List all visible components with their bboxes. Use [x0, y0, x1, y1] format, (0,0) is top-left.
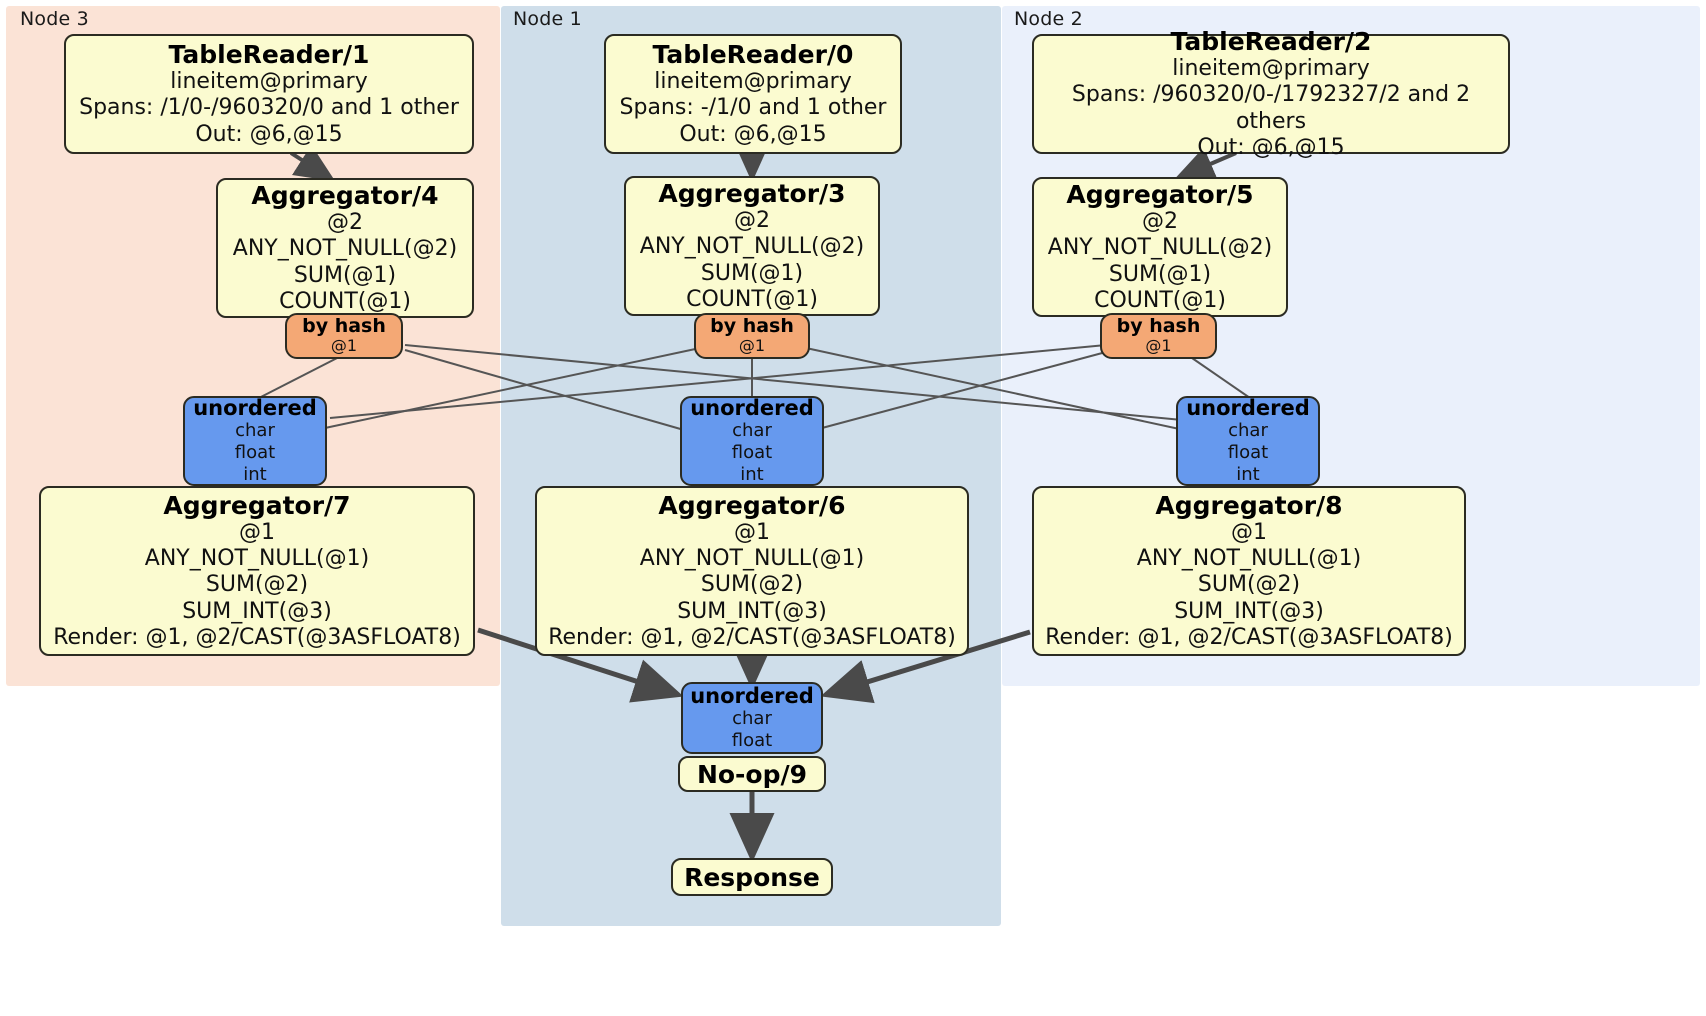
processor-agg-2: SUM(@1)	[293, 262, 397, 288]
hash-router-column: @1	[330, 336, 358, 356]
sync-type-float: float	[1227, 442, 1269, 464]
processor-table-reader-1[interactable]: TableReader/1 lineitem@primary Spans: /1…	[64, 34, 474, 154]
processor-agg-3: SUM_INT(@3)	[182, 598, 332, 624]
hash-router-column: @1	[738, 336, 766, 356]
processor-title: Aggregator/8	[1155, 490, 1343, 520]
sync-unordered-final[interactable]: unordered char float	[681, 682, 823, 754]
processor-agg-2: SUM(@2)	[700, 572, 804, 598]
processor-group: @2	[327, 209, 363, 235]
processor-agg-3: COUNT(@1)	[1094, 287, 1226, 313]
processor-table: lineitem@primary	[1172, 55, 1370, 81]
sync-unordered-node-2[interactable]: unordered char float int	[1176, 396, 1320, 486]
panel-node-1-label: Node 1	[513, 8, 582, 30]
sync-type-int: int	[1236, 464, 1260, 486]
hash-router-title: by hash	[1116, 315, 1201, 338]
sync-type-char: char	[235, 420, 275, 442]
processor-title: Aggregator/6	[658, 490, 846, 520]
processor-title: Response	[684, 862, 820, 892]
processor-title: No-op/9	[696, 759, 808, 789]
processor-title: Aggregator/5	[1066, 179, 1254, 209]
processor-agg-3: COUNT(@1)	[279, 288, 411, 314]
sync-type-float: float	[731, 442, 773, 464]
processor-render: Render: @1, @2/CAST(@3ASFLOAT8)	[1045, 625, 1453, 651]
processor-aggregator-8[interactable]: Aggregator/8 @1 ANY_NOT_NULL(@1) SUM(@2)…	[1032, 486, 1466, 656]
panel-node-2-label: Node 2	[1014, 8, 1083, 30]
processor-group: @1	[239, 519, 275, 545]
processor-table-reader-2[interactable]: TableReader/2 lineitem@primary Spans: /9…	[1032, 27, 1510, 160]
processor-title: Aggregator/4	[251, 180, 439, 210]
hash-router-node-2[interactable]: by hash @1	[1100, 313, 1217, 359]
processor-render: Render: @1, @2/CAST(@3ASFLOAT8)	[548, 625, 956, 651]
hash-router-node-1[interactable]: by hash @1	[694, 313, 810, 359]
processor-agg-2: SUM(@2)	[205, 572, 309, 598]
processor-agg-3: SUM_INT(@3)	[1174, 598, 1324, 624]
processor-aggregator-5[interactable]: Aggregator/5 @2 ANY_NOT_NULL(@2) SUM(@1)…	[1032, 177, 1288, 317]
processor-agg-3: SUM_INT(@3)	[677, 598, 827, 624]
hash-router-node-3[interactable]: by hash @1	[285, 313, 403, 359]
processor-agg-1: ANY_NOT_NULL(@2)	[232, 236, 458, 262]
processor-render: Render: @1, @2/CAST(@3ASFLOAT8)	[53, 625, 461, 651]
processor-table-reader-0[interactable]: TableReader/0 lineitem@primary Spans: -/…	[604, 34, 902, 154]
processor-agg-3: COUNT(@1)	[686, 286, 818, 312]
processor-aggregator-7[interactable]: Aggregator/7 @1 ANY_NOT_NULL(@1) SUM(@2)…	[39, 486, 475, 656]
processor-group: @1	[1231, 519, 1267, 545]
processor-aggregator-3[interactable]: Aggregator/3 @2 ANY_NOT_NULL(@2) SUM(@1)…	[624, 176, 880, 316]
processor-title: TableReader/2	[1170, 26, 1372, 56]
panel-node-3-label: Node 3	[20, 8, 89, 30]
processor-agg-1: ANY_NOT_NULL(@2)	[639, 234, 865, 260]
processor-agg-2: SUM(@2)	[1197, 572, 1301, 598]
sync-title: unordered	[193, 396, 317, 420]
hash-router-title: by hash	[710, 315, 794, 338]
processor-title: Aggregator/7	[163, 490, 351, 520]
processor-group: @1	[734, 519, 770, 545]
processor-agg-1: ANY_NOT_NULL(@1)	[1136, 545, 1362, 571]
hash-router-column: @1	[1145, 336, 1172, 356]
processor-out: Out: @6,@15	[195, 121, 343, 147]
processor-agg-2: SUM(@1)	[1108, 261, 1212, 287]
processor-group: @2	[734, 207, 770, 233]
processor-out: Out: @6,@15	[679, 121, 827, 147]
sync-type-int: int	[740, 464, 764, 486]
sync-type-char: char	[1228, 420, 1268, 442]
processor-title: TableReader/1	[168, 39, 370, 69]
sync-title: unordered	[1186, 396, 1310, 420]
processor-response[interactable]: Response	[671, 858, 833, 896]
processor-agg-1: ANY_NOT_NULL(@2)	[1047, 235, 1273, 261]
processor-spans: Spans: /960320/0-/1792327/2 and 2 others	[1071, 82, 1471, 134]
processor-aggregator-4[interactable]: Aggregator/4 @2 ANY_NOT_NULL(@2) SUM(@1)…	[216, 178, 474, 318]
processor-title: TableReader/0	[652, 39, 854, 69]
processor-aggregator-6[interactable]: Aggregator/6 @1 ANY_NOT_NULL(@1) SUM(@2)…	[535, 486, 969, 656]
sync-type-int: int	[243, 464, 267, 486]
processor-agg-1: ANY_NOT_NULL(@1)	[144, 545, 370, 571]
sync-type-float: float	[234, 442, 276, 464]
processor-group: @2	[1142, 208, 1178, 234]
processor-out: Out: @6,@15	[1197, 134, 1345, 160]
hash-router-title: by hash	[302, 315, 386, 338]
sync-unordered-node-1[interactable]: unordered char float int	[680, 396, 824, 486]
processor-spans: Spans: /1/0-/960320/0 and 1 other	[79, 95, 459, 121]
processor-spans: Spans: -/1/0 and 1 other	[619, 95, 887, 121]
sync-title: unordered	[690, 396, 814, 420]
sync-type-char: char	[732, 708, 772, 730]
processor-table: lineitem@primary	[170, 68, 368, 94]
sync-type-float: float	[731, 730, 773, 752]
processor-no-op-9[interactable]: No-op/9	[678, 756, 826, 792]
processor-title: Aggregator/3	[658, 178, 846, 208]
processor-agg-2: SUM(@1)	[700, 260, 804, 286]
sync-type-char: char	[732, 420, 772, 442]
sync-title: unordered	[690, 683, 814, 708]
sync-unordered-node-3[interactable]: unordered char float int	[183, 396, 327, 486]
processor-agg-1: ANY_NOT_NULL(@1)	[639, 545, 865, 571]
processor-table: lineitem@primary	[654, 68, 852, 94]
